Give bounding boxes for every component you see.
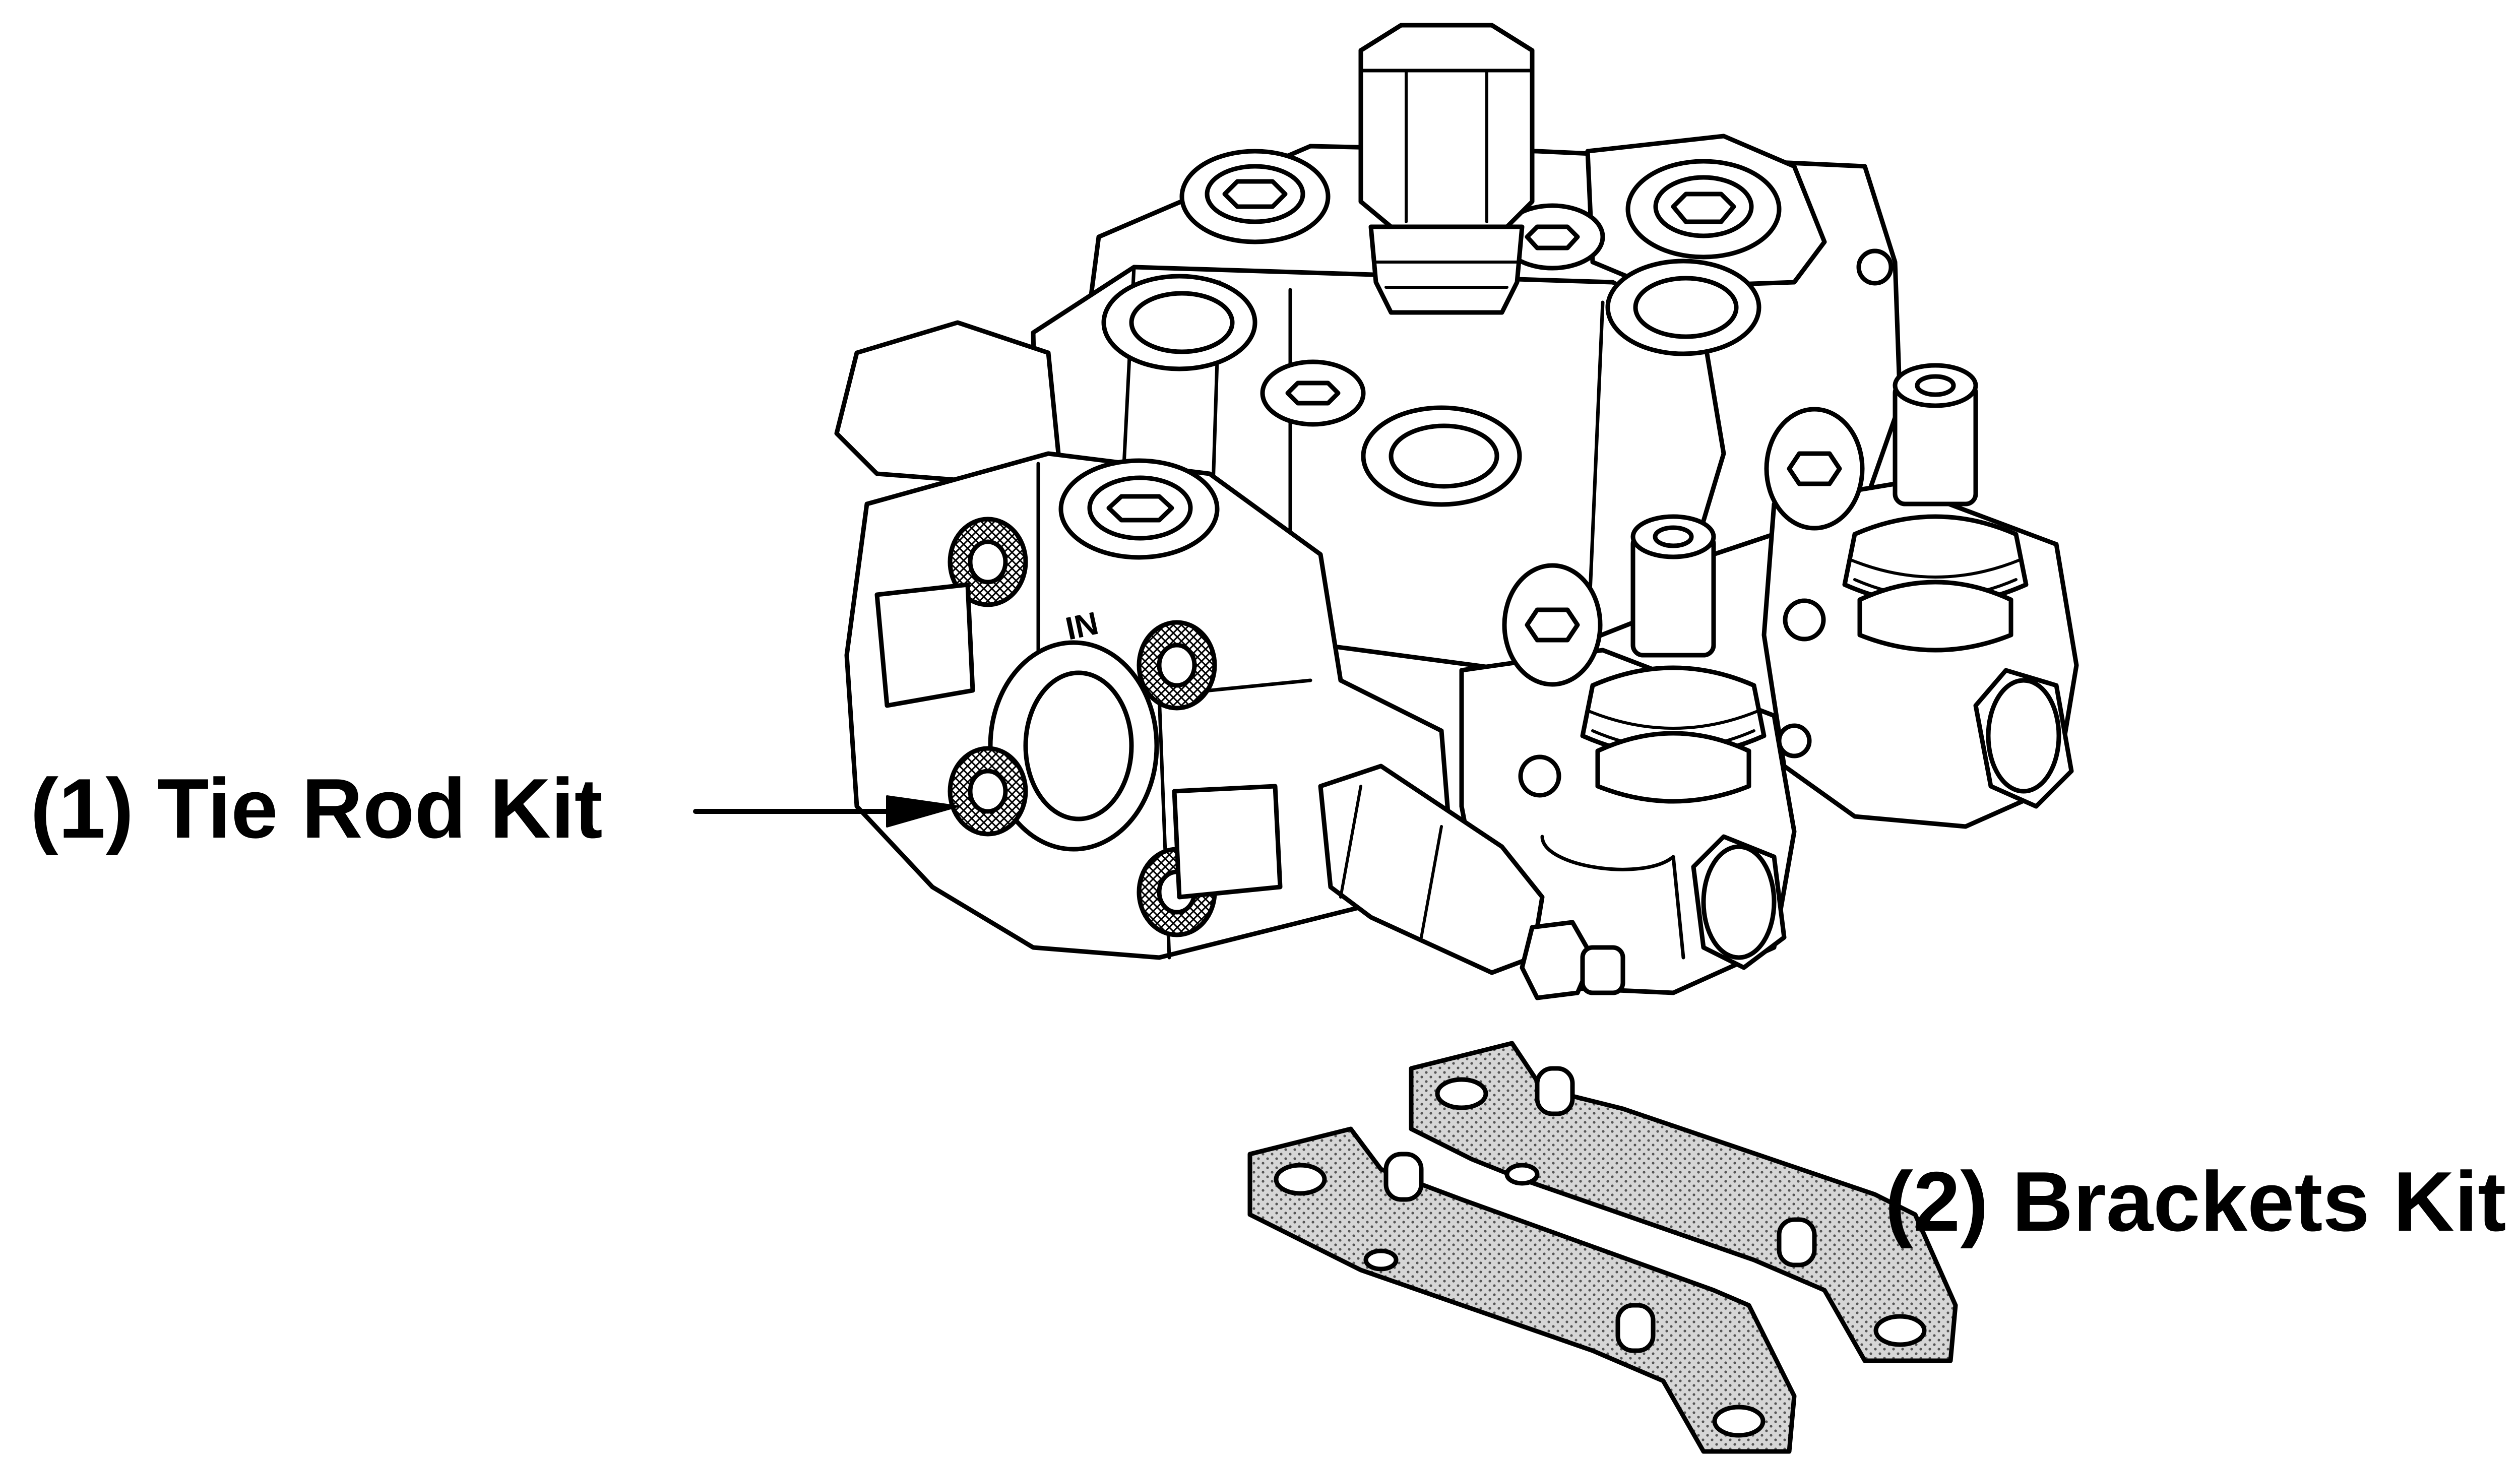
top-left-hex-socket bbox=[1222, 179, 1288, 209]
inlet-top-hex-socket bbox=[1106, 494, 1174, 523]
front-adjuster-flats bbox=[1339, 785, 1443, 939]
mount-screw-2 bbox=[1783, 598, 1826, 642]
front-adjuster-lock-nut bbox=[1520, 920, 1595, 1000]
directional-control-valve: IN bbox=[834, 23, 2079, 1000]
brackets-kit-label: (2) Brackets Kit bbox=[1885, 1154, 2506, 1249]
tie-rod-nut-2 bbox=[1137, 620, 1217, 711]
tie-rod-nut-3 bbox=[948, 746, 1028, 837]
mount-screw-4 bbox=[1856, 248, 1894, 286]
arrow-right-icon bbox=[693, 795, 959, 828]
port-plug-small-hex bbox=[1285, 381, 1341, 406]
inlet-side-lug-2 bbox=[1172, 784, 1283, 900]
work-port-b1-inner bbox=[1389, 423, 1499, 489]
work-port-a1-inner bbox=[1129, 291, 1235, 354]
spool-handle-2 bbox=[1842, 363, 2029, 653]
mount-screw-1 bbox=[1518, 754, 1561, 798]
bracket-front bbox=[1247, 1126, 1797, 1454]
relief-cap-flats bbox=[1405, 69, 1488, 223]
side-plug-2-hex bbox=[1787, 451, 1842, 486]
front-adjuster-screw-tip bbox=[1580, 945, 1625, 995]
outlet-port-2-bore bbox=[1986, 678, 2061, 794]
inlet-mark: IN bbox=[1062, 605, 1102, 647]
bracket-rear bbox=[1409, 1041, 1958, 1363]
work-port-a2-inner bbox=[1633, 276, 1739, 339]
mount-screw-3 bbox=[1777, 723, 1812, 758]
relief-valve-nut bbox=[1368, 224, 1525, 315]
inlet-port-inner bbox=[1023, 670, 1134, 821]
spool-section-1-edge bbox=[1540, 835, 1685, 960]
tie-rod-kit-label: (1) Tie Rod Kit bbox=[30, 761, 603, 856]
outlet-port-1-bore bbox=[1701, 844, 1777, 960]
mounting-brackets bbox=[1247, 1041, 1958, 1454]
rear-right-hex-socket bbox=[1671, 192, 1736, 224]
relief-nut-threads bbox=[1374, 261, 1519, 289]
top-mid-hex-socket bbox=[1525, 224, 1580, 250]
side-plug-1-hex bbox=[1525, 607, 1580, 643]
inlet-side-lug-1 bbox=[874, 582, 975, 708]
relief-valve-cap bbox=[1358, 23, 1535, 229]
spool-handle-1 bbox=[1580, 514, 1767, 804]
